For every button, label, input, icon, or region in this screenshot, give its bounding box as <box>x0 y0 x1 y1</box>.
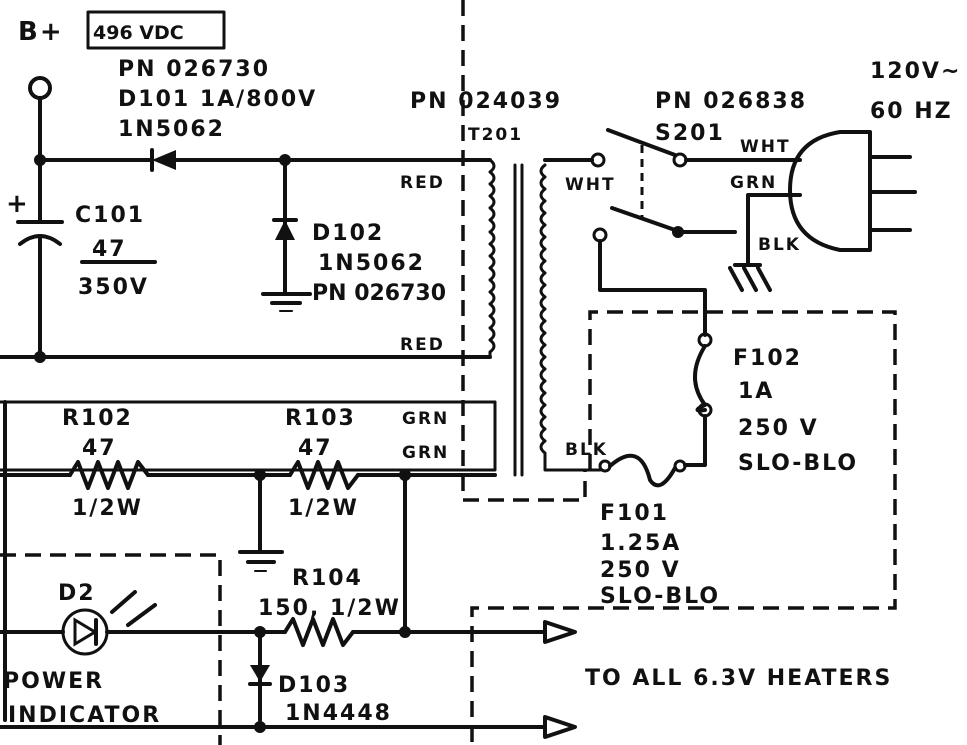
f101-voltage: 250 V <box>600 558 681 583</box>
d101-ref: D101 1A/800V <box>118 87 317 112</box>
d103-part: 1N4448 <box>285 701 392 726</box>
f101-current: 1.25A <box>600 531 681 556</box>
b-plus-terminal <box>28 76 52 100</box>
d101-part: 1N5062 <box>118 117 225 142</box>
mains-voltage: 120V~ <box>870 59 961 84</box>
ground-icon <box>261 292 312 312</box>
heaters-label: TO ALL 6.3V HEATERS <box>585 666 892 691</box>
mains-plug <box>746 130 917 267</box>
d102-part: 1N5062 <box>318 251 425 276</box>
tap-grn-1: GRN <box>402 409 449 429</box>
f102-current: 1A <box>738 379 774 404</box>
f102-ref: F102 <box>733 346 802 371</box>
resistor-r102 <box>68 460 150 490</box>
d2-ref: D2 <box>58 581 96 606</box>
c101-value: 47 <box>92 237 127 262</box>
ground-icon-2 <box>238 550 284 572</box>
r102-ref: R102 <box>62 406 133 431</box>
c101-voltage: 350V <box>78 275 149 300</box>
power-switch-s201[interactable] <box>590 128 802 337</box>
output-arrow-1 <box>543 620 577 644</box>
transformer-t201 <box>0 158 602 477</box>
diode-d101 <box>150 148 176 172</box>
tap-wht: WHT <box>565 175 616 195</box>
tap-red-1: RED <box>400 173 445 193</box>
d2-label-indicator: INDICATOR <box>8 703 161 728</box>
c101-ref: C101 <box>75 203 145 228</box>
output-arrow-2 <box>543 715 577 739</box>
r103-ref: R103 <box>285 406 356 431</box>
d2-label-power: POWER <box>3 669 104 694</box>
d102-pn: PN 026730 <box>312 281 446 306</box>
voltage-box <box>86 10 226 50</box>
f102-voltage: 250 V <box>738 416 819 441</box>
f101-type: SLO-BLO <box>600 584 720 609</box>
fuse-f102 <box>683 332 713 467</box>
supply-voltage: 496 VDC <box>93 22 184 44</box>
r104-value: 150, 1/2W <box>258 596 401 621</box>
tap-grn-2: GRN <box>402 443 449 463</box>
resistor-r103 <box>288 460 360 490</box>
t201-ref: T201 <box>468 125 523 145</box>
r103-power: 1/2W <box>288 496 359 521</box>
wire-grn: GRN <box>730 173 777 193</box>
wire-wht: WHT <box>740 137 791 157</box>
r104-ref: R104 <box>292 566 363 591</box>
r102-power: 1/2W <box>72 496 143 521</box>
diode-d103 <box>248 665 272 686</box>
s201-ref: S201 <box>655 121 725 146</box>
r103-value: 47 <box>298 436 333 461</box>
d101-pn: PN 026730 <box>118 57 270 82</box>
tap-red-2: RED <box>400 335 445 355</box>
f102-type: SLO-BLO <box>738 451 858 476</box>
resistor-r104 <box>283 617 355 647</box>
b-plus-label: B+ <box>18 17 64 47</box>
fuse-f101 <box>598 453 687 488</box>
s201-pn: PN 026838 <box>655 89 807 114</box>
mains-frequency: 60 HZ <box>870 99 953 124</box>
chassis-ground-icon <box>728 263 772 292</box>
t201-pn: PN 024039 <box>410 89 562 114</box>
c101-polarity: + <box>6 189 30 219</box>
diode-d102 <box>272 218 298 240</box>
d102-ref: D102 <box>312 221 384 246</box>
tap-blk: BLK <box>565 440 608 460</box>
capacitor-c101 <box>16 220 64 246</box>
wire-blk: BLK <box>758 235 801 255</box>
f101-ref: F101 <box>600 501 669 526</box>
r102-value: 47 <box>82 436 117 461</box>
d103-ref: D103 <box>278 673 350 698</box>
